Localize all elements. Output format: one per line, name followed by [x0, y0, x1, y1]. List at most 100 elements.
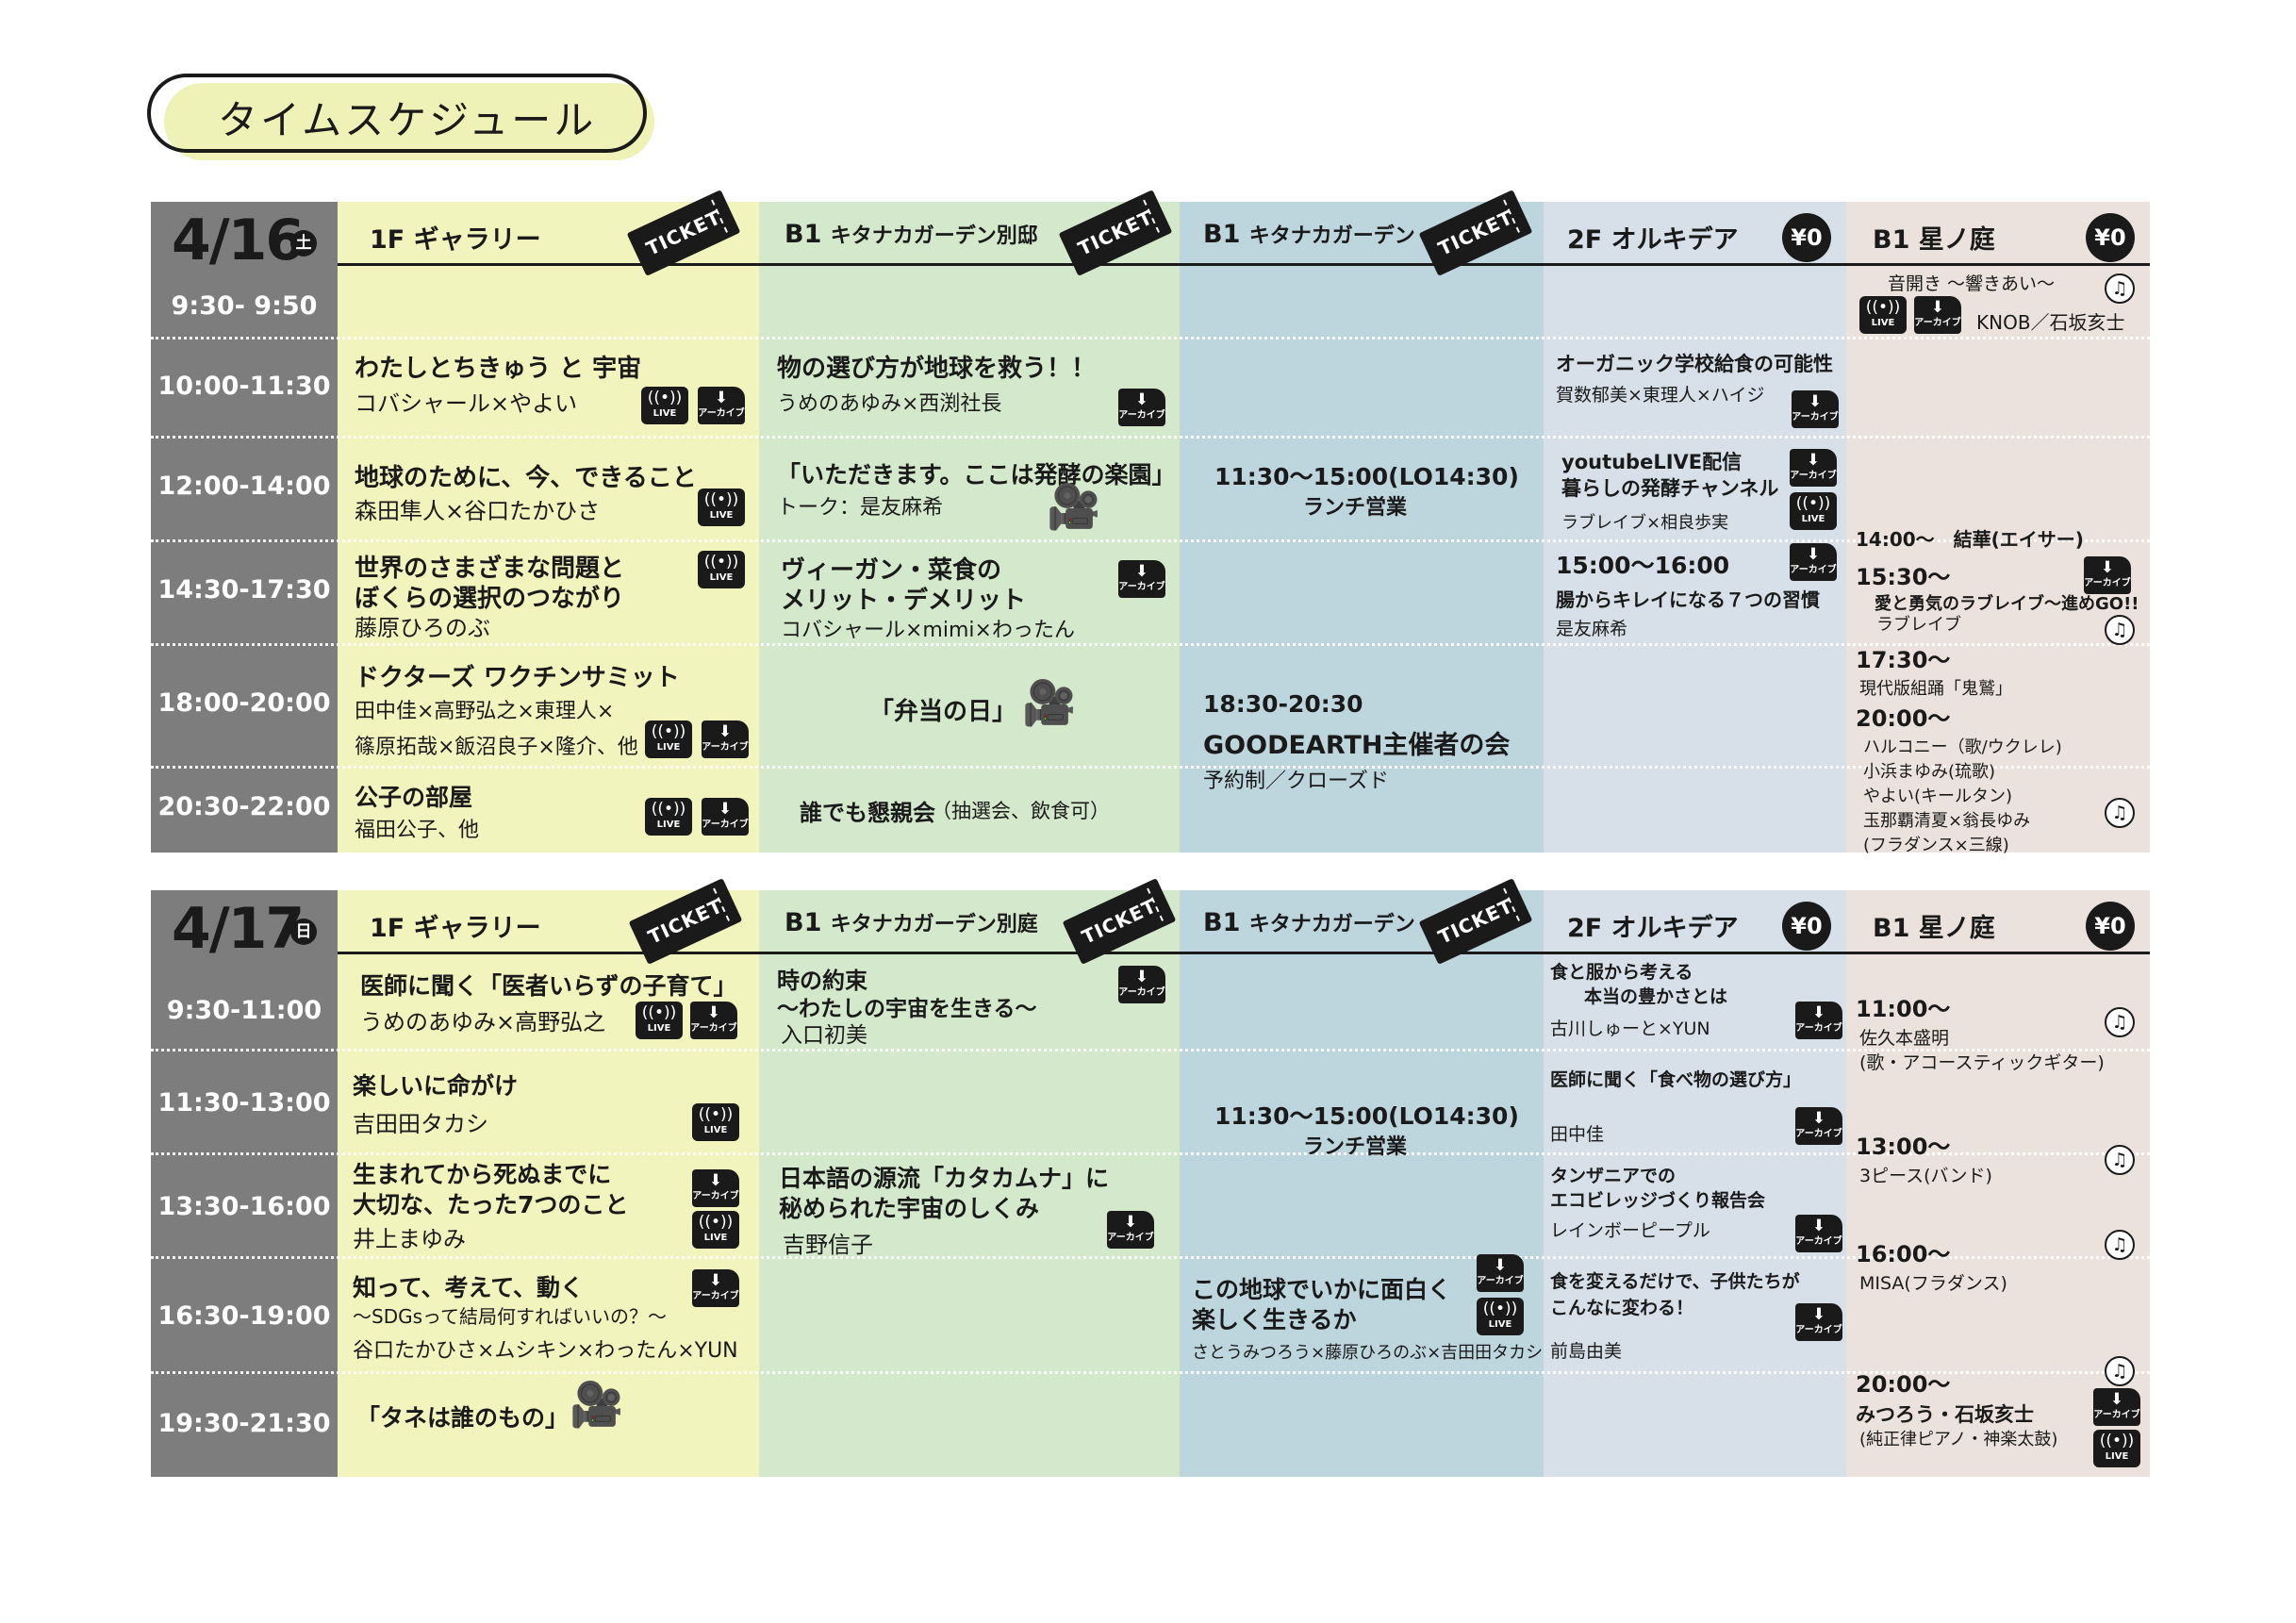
- live-icon: ((•))LIVE: [645, 720, 692, 758]
- event-title: 楽しいに命がけ: [353, 1072, 519, 1100]
- live-icon: ((•))LIVE: [698, 489, 745, 526]
- event-speakers: さとうみつろう×藤原ひろのぶ×吉田田タカシ: [1192, 1343, 1544, 1363]
- event-title: みつろう・石坂亥士: [1856, 1403, 2034, 1426]
- venue-header: B1 星ノ庭: [1873, 914, 1995, 943]
- event-title: 生まれてから死ぬまでに: [353, 1161, 612, 1188]
- event-title: 秘められた宇宙のしくみ: [779, 1195, 1040, 1222]
- venue-header: B1 キタナカガーデン: [1203, 220, 1415, 249]
- title-outline: [147, 74, 647, 153]
- event-title: 世界のさまざまな問題と: [355, 555, 625, 583]
- day-of-week-badge: 日: [290, 919, 317, 945]
- time-slot: 11:30-13:00: [157, 1088, 331, 1118]
- archive-icon: ⬇アーカイブ: [1914, 296, 1961, 334]
- page-title: タイムスケジュール: [218, 97, 597, 143]
- event-title: 愛と勇気のラブレイブ〜進めGO!!: [1875, 594, 2139, 614]
- row-divider: [151, 1152, 2150, 1155]
- event-subtitle: (純正律ピアノ・神楽太鼓): [1859, 1430, 2058, 1449]
- music-note-icon: ♫: [2105, 1230, 2135, 1260]
- music-note-icon: ♫: [2105, 615, 2135, 645]
- row-divider: [151, 436, 2150, 439]
- live-icon: ((•))LIVE: [1790, 492, 1837, 530]
- archive-icon: ⬇アーカイブ: [1790, 449, 1837, 487]
- event-title: 食を変えるだけで、子供たちが: [1550, 1271, 1800, 1292]
- music-note-icon: ♫: [2105, 273, 2135, 304]
- row-divider: [151, 539, 2150, 542]
- live-icon: ((•))LIVE: [692, 1211, 739, 1249]
- event-title: ドクターズ ワクチンサミット: [355, 664, 680, 692]
- event-title: 「弁当の日」: [869, 698, 1017, 726]
- archive-icon: ⬇アーカイブ: [2084, 556, 2131, 594]
- performer-line: やよい(キールタン): [1863, 787, 2013, 806]
- date-label: 4/17: [172, 896, 305, 962]
- event-title: GOODEARTH主催者の会: [1203, 731, 1511, 760]
- event-note: 予約制／クローズド: [1203, 770, 1389, 793]
- event-title: 日本語の源流「カタカムナ」に: [779, 1165, 1110, 1192]
- venue-header: 1F ギャラリー: [370, 225, 541, 255]
- event-speakers: うめのあゆみ×西渕社長: [777, 392, 1002, 416]
- row-divider: [151, 337, 2150, 340]
- event-title: エコビレッジづくり報告会: [1550, 1190, 1766, 1211]
- time-slot: 9:30- 9:50: [171, 291, 318, 321]
- time-slot: 14:30-17:30: [157, 575, 331, 604]
- time-slot: 20:30-22:00: [157, 792, 331, 821]
- free-badge: ¥0: [2086, 902, 2135, 951]
- event-speakers: 篠原拓哉×飯沼良子×隆介、他: [355, 736, 638, 759]
- date-label: 4/16: [172, 207, 305, 273]
- live-icon: ((•))LIVE: [636, 1002, 683, 1039]
- column-annex-garden: [759, 890, 1180, 1477]
- event-title: 楽しく生きるか: [1192, 1306, 1357, 1333]
- archive-icon: ⬇アーカイブ: [1795, 1107, 1842, 1145]
- event-speakers: コバシャール×やよい: [355, 390, 578, 417]
- event-speakers: 古川しゅーと×YUN: [1550, 1019, 1710, 1039]
- schedule-title-badge: タイムスケジュール: [147, 74, 654, 160]
- live-icon: ((•))LIVE: [2093, 1430, 2140, 1467]
- performer-line: 小浜まゆみ(琉歌): [1863, 762, 1996, 782]
- event-title: 音開き 〜響きあい〜: [1888, 273, 2056, 294]
- event-title: 「タネは誰のもの」: [356, 1404, 570, 1432]
- live-icon: ((•))LIVE: [645, 798, 692, 836]
- archive-icon: ⬇アーカイブ: [1795, 1002, 1842, 1039]
- title-highlight: [164, 83, 654, 160]
- event-speakers: コバシャール×mimi×わったん: [781, 619, 1075, 642]
- music-note-icon: ♫: [2105, 1356, 2135, 1386]
- time-slot: 16:30-19:00: [157, 1301, 331, 1331]
- archive-icon: ⬇アーカイブ: [690, 1002, 737, 1039]
- event-title: ぼくらの選択のつながり: [355, 585, 625, 613]
- event-speakers: うめのあゆみ×高野弘之: [360, 1009, 606, 1035]
- music-note-icon: ♫: [2105, 1007, 2135, 1037]
- event-time: 11:00〜: [1856, 996, 1951, 1022]
- event-title: 時の約束: [777, 968, 867, 994]
- day-of-week-badge: 土: [290, 230, 317, 257]
- column-orquidea: [1544, 890, 1846, 1477]
- event-title: この地球でいかに面白く: [1192, 1276, 1452, 1303]
- column-hoshinoniwa: [1846, 890, 2150, 1477]
- event-speakers: 賀数郁美×東理人×ハイジ: [1556, 385, 1765, 406]
- venue-header: 2F オルキデア: [1567, 225, 1739, 255]
- event-speakers: 井上まゆみ: [353, 1226, 466, 1252]
- column-annex: [759, 202, 1180, 853]
- event-speakers: ラブレイブ: [1876, 615, 1961, 635]
- event-title: 医師に聞く「食べ物の選び方」: [1550, 1069, 1802, 1090]
- free-badge: ¥0: [2086, 213, 2135, 262]
- column-garden: [1180, 890, 1544, 1477]
- row-divider: [151, 1256, 2150, 1259]
- column-gallery: [338, 890, 759, 1477]
- event-time: 20:00〜: [1856, 1371, 1951, 1398]
- event-title: タンザニアでの: [1550, 1166, 1677, 1186]
- event-title: 医師に聞く「医者いらずの子育て」: [360, 972, 737, 1000]
- event-speakers: レインボーピープル: [1550, 1220, 1710, 1241]
- time-column: 4/16 土: [151, 202, 338, 853]
- performer-line: 玉那覇清夏×翁長ゆみ: [1863, 811, 2031, 831]
- event-title: 14:00〜 結華(エイサー): [1856, 528, 2084, 551]
- video-camera-icon: 🎥: [570, 1379, 624, 1430]
- archive-icon: ⬇アーカイブ: [692, 1269, 739, 1307]
- event-speakers: 佐久本盛明: [1859, 1028, 1950, 1049]
- archive-icon: ⬇アーカイブ: [1118, 560, 1165, 598]
- event-title: こんなに変わる！: [1550, 1298, 1694, 1318]
- venue-header: B1 キタナカガーデン別邸: [785, 220, 1038, 249]
- event-title: 現代版組踊「鬼鷲」: [1859, 679, 2012, 699]
- performer-line: ハルコニー（歌/ウクレレ): [1863, 737, 2062, 757]
- event-time: 20:00〜: [1856, 705, 1951, 732]
- event-title: 地球のために、今、できること: [355, 464, 697, 492]
- free-badge: ¥0: [1782, 213, 1831, 262]
